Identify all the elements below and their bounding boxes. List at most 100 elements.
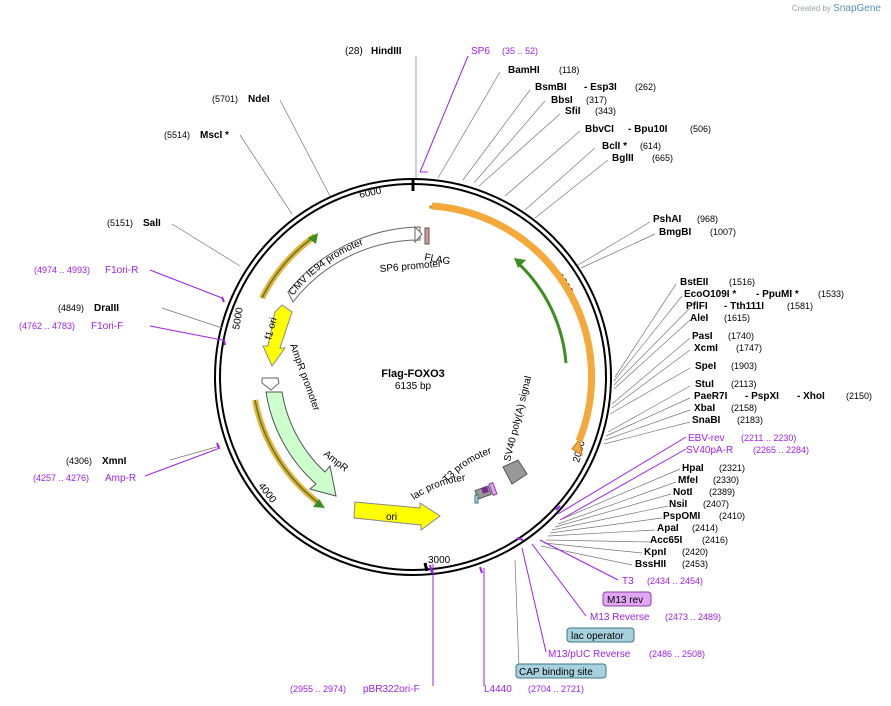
site-snabi: SnaBI (692, 415, 721, 426)
orange-arc-stroke (431, 202, 596, 443)
flag-label: FLAG (423, 252, 451, 267)
site-pspomi: PspOMI (663, 511, 700, 522)
cap-binding-box (515, 663, 607, 679)
site-paer7i-pos: (2150) (846, 391, 872, 401)
feature-lac-operator: lac operator (571, 631, 624, 642)
primer-sv40pa-r-range: (2265 .. 2284) (753, 445, 809, 455)
primer-f1ori-r: F1ori-R (105, 265, 138, 276)
lac-promoter-label: lac promoter (409, 473, 466, 503)
lac-operator-marker (474, 494, 479, 504)
feature-cap-binding-site: CAP binding site (519, 667, 593, 678)
orange-arc-left (259, 233, 317, 300)
site-ecoo109i: EcoO109I * (684, 289, 736, 300)
site-snabi-pos: (2183) (737, 415, 763, 425)
primer-m13puc-reverse-range: (2486 .. 2508) (649, 649, 705, 659)
f1ori-f-mark (223, 339, 226, 346)
site-hpai: HpaI (682, 463, 704, 474)
green-arrowhead-right (514, 258, 526, 268)
site-bcli: BclI * (602, 141, 627, 152)
site-kpni-pos: (2420) (682, 547, 708, 557)
site-esp3i: - Esp3I (584, 82, 617, 93)
site-xmni-pos: (4306) (66, 456, 92, 466)
amp-r-mark (216, 442, 220, 449)
f1-ori-feature (262, 304, 293, 367)
site-xmni: XmnI (102, 456, 127, 467)
site-sali: SalI (143, 218, 161, 229)
primer-sp6-range: (35 .. 52) (502, 46, 538, 56)
site-xbai-pos: (2158) (731, 403, 757, 413)
primer-t3: T3 (622, 576, 634, 587)
site-msci-pos: (5514) (164, 130, 190, 140)
site-pspomi-pos: (2410) (719, 511, 745, 521)
site-hpai-pos: (2321) (719, 463, 745, 473)
tick-6000: 6000 (358, 185, 382, 200)
flag-feature (424, 227, 430, 245)
site-sfii-pos: (343) (595, 106, 616, 116)
lac-operator-box (566, 627, 635, 643)
site-bpu10i: - Bpu10I (628, 124, 668, 135)
m13-rev-marker (488, 482, 498, 496)
site-kpni: KpnI (644, 547, 666, 558)
ampr-promoter-label: AmpR promoter (287, 342, 322, 413)
ori-label: ori (386, 512, 397, 523)
site-bbvci: BbvCI (585, 124, 614, 135)
site-bmgbi: BmgBI (659, 227, 691, 238)
orange-feature-arc (429, 205, 594, 456)
cmv-promoter-block (287, 226, 421, 303)
site-stui-pos: (2113) (731, 379, 756, 389)
tick-3000-mark (423, 562, 429, 572)
ampr-feature (265, 391, 337, 497)
site-alei-pos: (1615) (724, 313, 750, 323)
ori-feature (353, 501, 441, 531)
site-msci: MscI * (200, 130, 229, 141)
green-arc-right (516, 261, 568, 364)
primer-t3-range: (2434 .. 2454) (647, 576, 703, 586)
snapgene-brand: Created by SnapGene (791, 3, 881, 14)
primer-sv40pa-r: SV40pA-R (686, 445, 733, 456)
site-bbsi: BbsI (551, 95, 573, 106)
green-arrowhead-lower-left (313, 499, 325, 508)
site-sali-pos: (5151) (107, 218, 133, 228)
l4440-mark (479, 566, 483, 574)
t3-marker (481, 486, 489, 494)
primer-m13puc-reverse: M13/pUC Reverse (548, 649, 631, 660)
site-bamhi-pos: (118) (559, 65, 579, 75)
primer-m13-rev: M13 rev (607, 595, 643, 606)
primer-m13-reverse-range: (2473 .. 2489) (665, 612, 721, 622)
tick-5000: 5000 (231, 306, 246, 330)
primer-sp6: SP6 (471, 46, 490, 57)
site-xcmi: XcmI (694, 343, 718, 354)
m13-rev-box (602, 591, 652, 607)
primer-amp-r-range: (4257 .. 4276) (33, 473, 89, 483)
site-xcmi-pos: (1747) (736, 343, 762, 353)
site-xhoi: - XhoI (797, 391, 825, 402)
sv40-polya-label: SV40 poly(A) signal (502, 375, 534, 463)
site-noti-pos: (2389) (709, 487, 735, 497)
ampr-promoter-arrow (261, 377, 280, 391)
primer-f1ori-f: F1ori-F (91, 321, 123, 332)
ampr-label: AmpR (321, 449, 350, 475)
site-sfii: SfiI (565, 106, 581, 117)
site-hindiii: HindIII (371, 46, 402, 57)
site-bsmbi-pos: (262) (635, 82, 656, 92)
site-pspxi: - PspXI (745, 391, 779, 402)
site-ppumi: - PpuMI * (756, 289, 799, 300)
site-draiii: DraIII (94, 303, 119, 314)
site-draiii-pos: (4849) (58, 303, 84, 313)
m13-mark (516, 537, 524, 541)
primer-f1ori-f-range: (4762 .. 4783) (19, 321, 75, 331)
site-spei: SpeI (695, 361, 716, 372)
primer-pbr322ori-f: pBR322ori-F (363, 684, 420, 695)
cmv-arrowhead (414, 225, 423, 244)
primer-ebv-rev-range: (2211 .. 2230) (741, 433, 796, 443)
tick-3000: 3000 (428, 555, 451, 566)
site-paer7i: PaeR7I (694, 391, 728, 402)
site-pshai: PshAI (653, 214, 682, 225)
site-pflfi-pos: (1581) (787, 301, 813, 311)
f1ori-r-mark (221, 296, 225, 303)
plasmid-name: Flag-FOXO3 (381, 368, 445, 380)
site-pasi: PasI (692, 331, 713, 342)
site-acc65i-pos: (2416) (702, 535, 728, 545)
site-ndei: NdeI (248, 94, 270, 105)
